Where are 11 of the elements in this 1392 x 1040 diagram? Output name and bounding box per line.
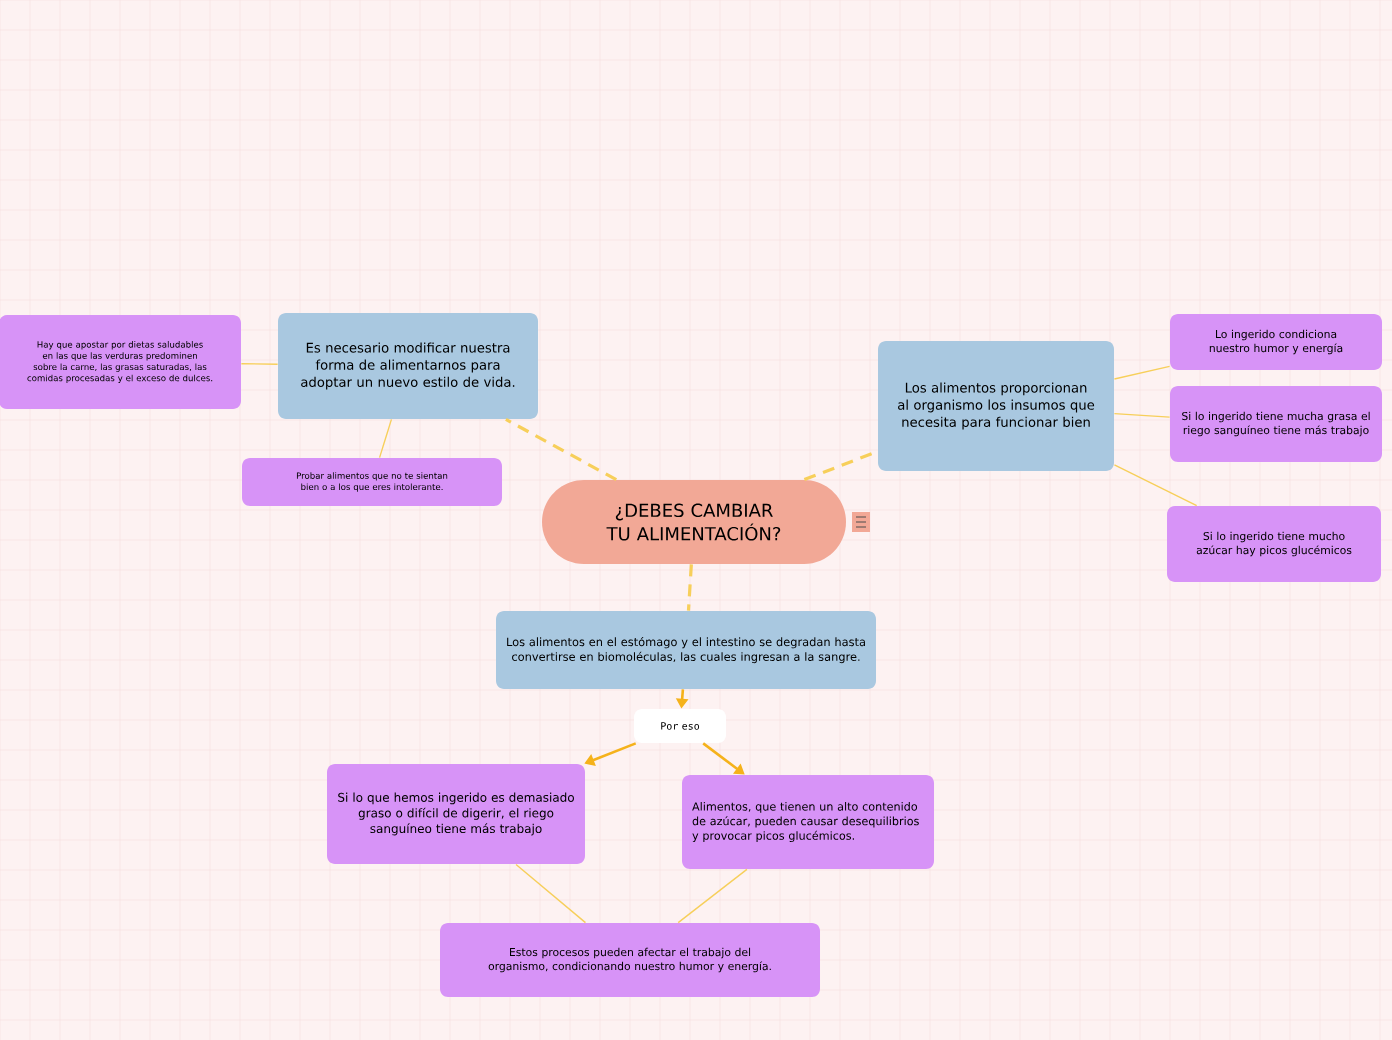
connector — [240, 363, 279, 365]
connector — [1113, 464, 1198, 507]
connector — [686, 564, 693, 611]
connector — [1113, 412, 1171, 418]
connector — [505, 418, 618, 481]
central-topic: ¿DEBES CAMBIAR TU ALIMENTACIÓN? — [542, 480, 846, 564]
connector — [515, 863, 587, 924]
connector — [702, 742, 745, 775]
connector — [378, 418, 393, 459]
connector — [677, 868, 748, 924]
connector — [1113, 365, 1171, 380]
